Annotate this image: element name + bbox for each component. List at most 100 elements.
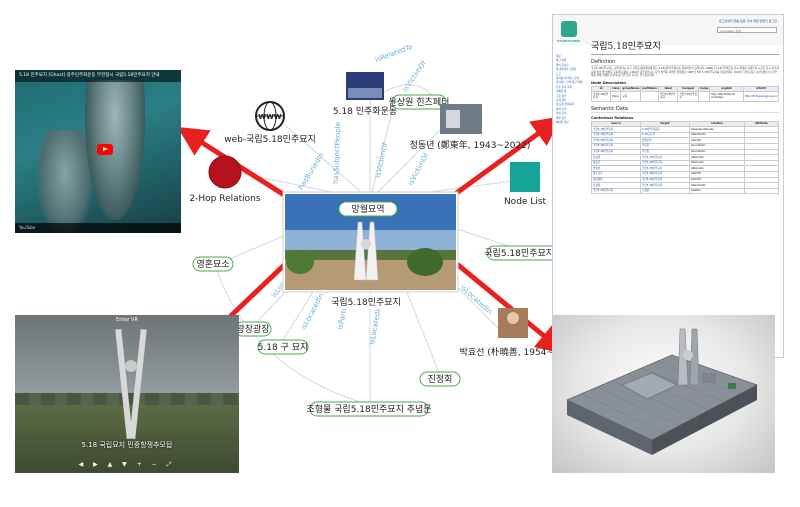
node-label-518-road: 5.18 구 묘지	[258, 342, 309, 353]
edge-label: isVictimOf	[407, 151, 431, 187]
vr-controls[interactable]: ◀ ▶ ▲ ▼ + − ⤢	[78, 461, 176, 468]
wiki-sidebar-item[interactable]: 고유 링크	[556, 94, 567, 98]
node-photo-park[interactable]: 박효선 (朴曉善, 1954~1998)	[460, 308, 581, 358]
pill-jinsanggyu	[419, 371, 461, 387]
wiki-sidebar-item[interactable]: 문서 정보	[556, 99, 567, 103]
wiki-content: 국립5.18민주묘지 Definition 국립5.18민주묘지는 광주광역시 …	[590, 33, 780, 353]
pill-518-road	[257, 339, 309, 355]
edge	[284, 124, 371, 201]
node-label-jeong: 정동년 (鄭東年, 1943~2022)	[410, 139, 531, 151]
wiki-sidebar-item[interactable]: 특수 문서 목록	[556, 85, 572, 89]
wiki-sidebar-item[interactable]: 인쇄용 판	[556, 90, 567, 94]
center-caption-bg	[330, 295, 402, 309]
table-cell	[743, 187, 780, 195]
video-controls[interactable]: YouTube	[15, 223, 181, 233]
wiki-sidebar-item: 도구	[556, 72, 561, 76]
wiki-sidebar-item[interactable]: 여기를 가리키는 문서	[556, 77, 580, 81]
node-list-node[interactable]: Node List	[504, 162, 547, 207]
wiki-sidebar-item[interactable]: 미디어위키 도움말	[556, 68, 576, 72]
table-cell-link[interactable]: 국립5.18민주묘지	[591, 187, 641, 195]
table-cell: 국립5.18민주묘지	[657, 91, 679, 102]
wiki-sidebar-item[interactable]: 바깥 링크	[556, 116, 567, 120]
node-list-label: Node List	[504, 197, 547, 207]
model-base-left	[567, 400, 652, 455]
wiki-sidebar-item[interactable]: 대문	[556, 55, 561, 58]
table-cell-link[interactable]: http://518.gwangju.go.kr	[742, 91, 780, 102]
model-3d-view[interactable]	[552, 315, 775, 473]
wiki-section-definition: Definition	[591, 59, 779, 66]
node-gwangjang[interactable]: 광장광장	[234, 321, 272, 337]
edge-label: isVictimOf	[401, 59, 428, 93]
wiki-section-node: Node Description	[591, 80, 626, 85]
table-header: attribute	[743, 120, 780, 128]
wiki-sidebar-item[interactable]: 페이지 정보	[556, 121, 569, 125]
node-list-square[interactable]	[510, 162, 540, 192]
table-row: 국립5.18민주묘지 Place 묘지 국립5.18민주묘지 국립5.18민주묘…	[590, 91, 780, 102]
table-cell-link[interactable]: 조형물	[639, 187, 690, 195]
center-caption: 국립5.18민주묘지	[331, 297, 401, 308]
wiki-sidebar-item[interactable]: 임의 문서로	[556, 63, 569, 67]
wiki-panel[interactable]: STORYFORMS 로그인하지 않음 토론 기여 계정 만들기 로그인 grv…	[552, 14, 784, 358]
center-pillar-right	[365, 221, 379, 281]
storyforms-logo-icon[interactable]	[561, 21, 577, 37]
center-label: 망월묘역	[351, 203, 384, 215]
video-panel[interactable]: 5.18 민주묘지 [Ghost] 광주민주화운동 부관참시 국립5.18민주묘…	[15, 70, 181, 233]
node-yun[interactable]: 윤상원 힌츠페터	[389, 94, 450, 110]
node-label-jinsanggyu: 진정회	[428, 374, 453, 385]
pill-yun	[391, 94, 447, 110]
vr-panel[interactable]: Enter VR 5.18 국립묘지 민중항쟁추모탑 ◀ ▶ ▲ ▼ + − ⤢	[15, 315, 239, 473]
pill-yeongjeong	[192, 256, 234, 272]
wiki-sidebar-item[interactable]: 가리키는 글의 최근 바뀜	[556, 81, 583, 85]
center-orb	[361, 239, 371, 249]
web-label: web-국립5.18민주묘지	[224, 134, 316, 145]
hop-node-circle[interactable]	[208, 155, 242, 189]
photo-jeong-detail	[446, 110, 460, 128]
photo-minju-detail	[348, 88, 382, 98]
center-tree	[286, 250, 314, 274]
node-monument[interactable]: 조형물 국립5.18민주묘지 추념문	[306, 401, 432, 417]
wiki-sidebar-item[interactable]: 이 문서 인용하기	[556, 103, 575, 107]
wiki-search-input[interactable]: grvongpo 검색	[717, 27, 777, 33]
model-plaza	[621, 372, 678, 400]
model-3d-panel[interactable]	[552, 315, 775, 473]
arrow-to-video	[177, 126, 302, 208]
wiki-top-links[interactable]: 로그인하지 않음 토론 기여 계정 만들기 로그인	[718, 19, 777, 23]
table-cell	[640, 91, 659, 102]
wiki-sidebar-item[interactable]: 같이 보기	[556, 107, 567, 111]
table-cell: Place	[610, 91, 622, 102]
node-jinsanggyu[interactable]: 진정회	[419, 371, 461, 387]
video-statue	[85, 80, 145, 220]
model-green	[728, 383, 736, 389]
www-text: WWW	[258, 113, 281, 121]
vr-caption: 5.18 국립묘지 민중항쟁추모탑	[81, 441, 173, 449]
wiki-section-semantic: Semantic Data	[591, 106, 779, 113]
table-cell	[698, 91, 711, 102]
node-label-monument: 조형물 국립5.18민주묘지 추념문	[306, 404, 431, 415]
wiki-definition-text: 국립5.18민주묘지는 광주광역시 북구 운정동(雲亭洞)에 있는 5.18광주…	[591, 67, 779, 78]
table-cell: hasPart	[688, 187, 745, 195]
node-photo-minju[interactable]: 5.18 민주화운동	[333, 72, 397, 117]
pill-monument	[309, 401, 429, 417]
wiki-sidebar-item[interactable]: 관련 문서	[556, 112, 567, 116]
web-node[interactable]: WWW web-국립5.18민주묘지	[224, 101, 316, 145]
table-cell: 국립5.18민주묘지	[590, 91, 612, 102]
node-label-park: 박효선 (朴曉善, 1954~1998)	[460, 346, 581, 358]
center-node[interactable]: 망월묘역 국립5.18민주묘지	[282, 191, 459, 309]
center-label-pill	[338, 201, 398, 217]
node-518-road[interactable]: 5.18 구 묘지	[257, 339, 309, 355]
play-icon[interactable]	[97, 144, 113, 155]
table-cell: May 18th National Cemetery	[709, 91, 744, 102]
node-photo-jeong[interactable]: 정동년 (鄭東年, 1943~2022)	[410, 104, 531, 151]
hop-label: 2-Hop Relations	[189, 194, 260, 204]
hop-node[interactable]: 2-Hop Relations	[189, 155, 261, 204]
center-tree	[407, 248, 443, 276]
wiki-sidebar: 대문 최근 바뀜 임의 문서로 미디어위키 도움말 도구 여기를 가리키는 문서…	[556, 55, 586, 126]
node-yeongjeong[interactable]: 영혼묘소	[192, 256, 234, 272]
wiki-logo-text: STORYFORMS	[557, 39, 581, 43]
enter-vr-button[interactable]: Enter VR	[116, 317, 138, 323]
photo-park-face	[507, 312, 519, 324]
node-label-yeongjeong: 영혼묘소	[196, 258, 229, 270]
wiki-sidebar-item[interactable]: 최근 바뀜	[556, 59, 567, 63]
node-label-gwangjang: 광장광장	[236, 323, 269, 335]
